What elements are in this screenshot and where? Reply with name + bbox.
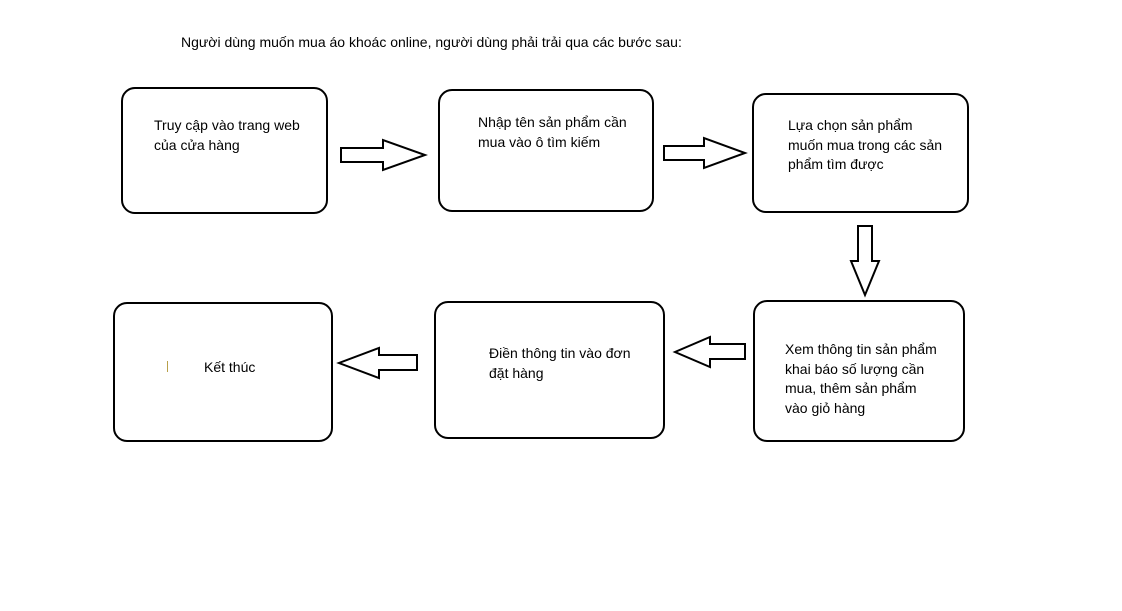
step-box-view-product-info: Xem thông tin sản phẩm khai báo số lượng…: [753, 300, 965, 442]
arrow-down-3-to-4: [849, 225, 881, 298]
step-box-access-website: Truy cập vào trang web của cửa hàng: [121, 87, 328, 214]
arrow-left-4-to-5: [672, 335, 746, 369]
arrow-right-2-to-3: [663, 136, 748, 170]
step-text-access-website: Truy cập vào trang web của cửa hàng: [154, 117, 300, 153]
cursor-tick-mark: [167, 361, 168, 372]
step-box-enter-product-name: Nhập tên sản phẩm cần mua vào ô tìm kiếm: [438, 89, 654, 212]
arrow-left-5-to-6: [336, 346, 418, 380]
diagram-heading: Người dùng muốn mua áo khoác online, ngư…: [181, 34, 682, 50]
step-text-choose-product: Lựa chọn sản phẩm muốn mua trong các sản…: [788, 117, 943, 172]
step-box-fill-order-info: Điền thông tin vào đơn đặt hàng: [434, 301, 665, 439]
step-box-end: Kết thúc: [113, 302, 333, 442]
step-text-end: Kết thúc: [204, 359, 256, 375]
arrow-right-1-to-2: [340, 138, 428, 172]
step-text-fill-order-info: Điền thông tin vào đơn đặt hàng: [489, 345, 631, 381]
step-text-view-product-info: Xem thông tin sản phẩm khai báo số lượng…: [785, 341, 937, 416]
step-box-choose-product: Lựa chọn sản phẩm muốn mua trong các sản…: [752, 93, 969, 213]
step-text-enter-product-name: Nhập tên sản phẩm cần mua vào ô tìm kiếm: [478, 114, 627, 150]
